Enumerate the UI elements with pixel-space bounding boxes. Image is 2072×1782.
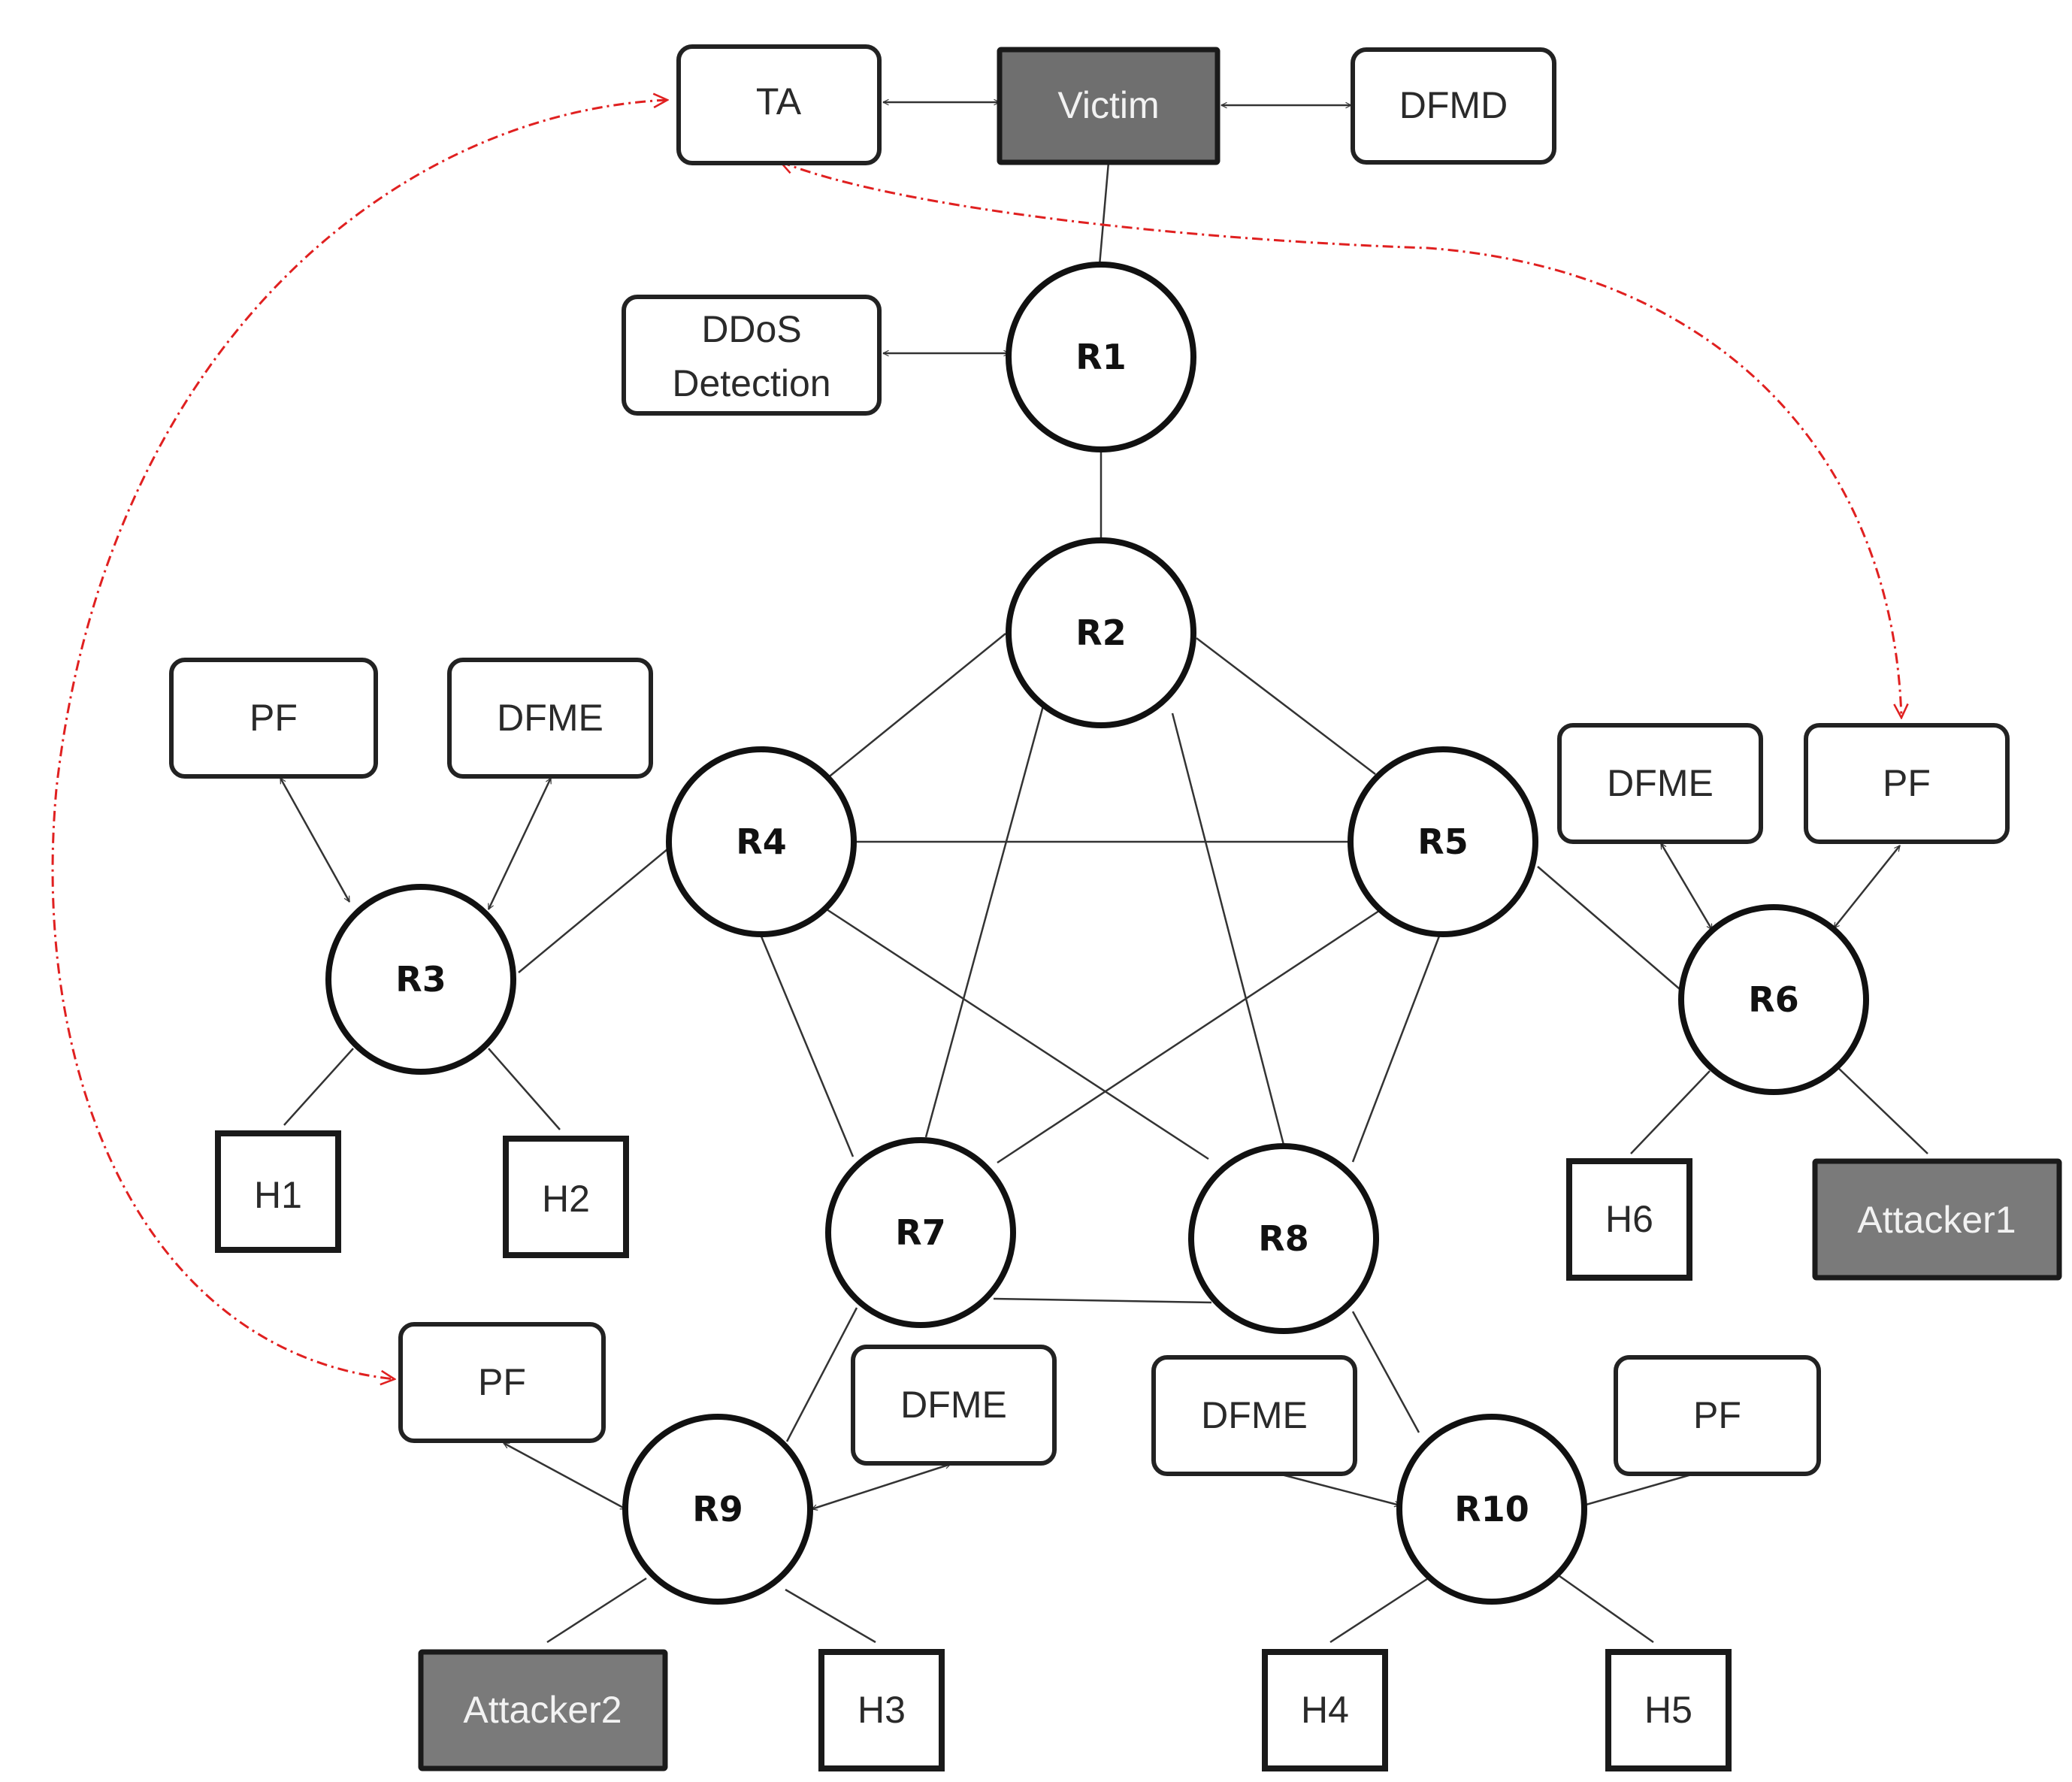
- network-links: [283, 162, 1928, 1644]
- host-h2: H2: [503, 1136, 629, 1258]
- dfme-box-r10: DFME: [1151, 1355, 1357, 1476]
- host-h4-label: H4: [1301, 1689, 1349, 1731]
- trace-arrow-ta-pf-r9: [51, 100, 667, 1379]
- arrow-dfme-r6: [1659, 843, 1714, 930]
- link-r4-r3: [518, 849, 668, 973]
- ta-label: TA: [756, 80, 802, 123]
- router-r4: R4: [666, 746, 857, 937]
- link-r3-h1: [283, 1048, 354, 1126]
- link-r6-h6: [1630, 1070, 1711, 1154]
- router-r2: R2: [1006, 537, 1196, 728]
- link-r7-r8: [993, 1297, 1212, 1304]
- link-r5-r6: [1537, 866, 1680, 990]
- link-r8-r10: [1351, 1311, 1420, 1433]
- dfme-box-r6: DFME: [1557, 723, 1763, 844]
- link-r4-r7: [760, 936, 855, 1157]
- host-h1: H1: [215, 1130, 341, 1253]
- link-r9-attacker2: [546, 1577, 647, 1644]
- dfmd-box: DFMD: [1351, 47, 1556, 165]
- host-h3-label: H3: [858, 1689, 906, 1731]
- link-r3-h2: [488, 1048, 561, 1130]
- pf-box-r10: PF: [1614, 1355, 1821, 1476]
- router-r5-label: R5: [1417, 821, 1468, 862]
- router-r1-label: R1: [1075, 337, 1126, 377]
- router-r10: R10: [1396, 1414, 1587, 1605]
- link-r6-attacker1: [1837, 1066, 1928, 1154]
- host-h4: H4: [1262, 1649, 1388, 1771]
- dfme-label-r9: DFME: [900, 1384, 1007, 1426]
- router-r1: R1: [1006, 262, 1196, 452]
- link-r9-h3: [785, 1588, 876, 1644]
- attacker2-label: Attacker2: [463, 1689, 622, 1731]
- arrow-pf-r3: [279, 778, 351, 902]
- link-r5-r7: [997, 903, 1389, 1164]
- pf-label-r9: PF: [478, 1361, 526, 1403]
- attacker2-box: Attacker2: [418, 1649, 668, 1771]
- victim-box: Victim: [997, 47, 1221, 165]
- router-r3-label: R3: [395, 959, 446, 1000]
- dfme-box-r3: DFME: [447, 658, 653, 779]
- host-h6: H6: [1566, 1158, 1692, 1281]
- pf-box-r3: PF: [169, 658, 378, 779]
- host-h2-label: H2: [542, 1178, 590, 1220]
- dfme-label-r3: DFME: [497, 697, 603, 739]
- host-h5: H5: [1605, 1649, 1732, 1771]
- router-r2-label: R2: [1075, 613, 1126, 653]
- ta-box: TA: [676, 44, 882, 165]
- host-h1-label: H1: [254, 1174, 302, 1216]
- trace-arrow-ta-pf-r6: [780, 162, 1901, 718]
- link-r2-r4: [826, 633, 1006, 779]
- dfme-label-r6: DFME: [1607, 762, 1714, 804]
- link-r2-r5: [1196, 637, 1376, 775]
- router-r9-label: R9: [692, 1489, 743, 1529]
- ddos-label-line2: Detection: [672, 362, 830, 404]
- arrow-pf-r6: [1833, 846, 1901, 928]
- attacker1-box: Attacker1: [1812, 1158, 2062, 1281]
- router-r8-label: R8: [1258, 1218, 1308, 1259]
- router-r5: R5: [1348, 746, 1538, 937]
- arrow-dfme-r9: [812, 1464, 951, 1509]
- router-r3: R3: [325, 884, 516, 1075]
- pf-box-r6: PF: [1804, 723, 2010, 844]
- arrow-dfme-r10: [1270, 1472, 1400, 1505]
- router-r6-label: R6: [1748, 979, 1798, 1020]
- link-r7-r9: [785, 1307, 858, 1442]
- link-r5-r8: [1351, 933, 1441, 1163]
- host-h3: H3: [818, 1649, 945, 1771]
- link-victim-r1: [1098, 162, 1110, 266]
- dfmd-label: DFMD: [1399, 84, 1508, 126]
- link-r4-r8: [826, 908, 1209, 1160]
- victim-label: Victim: [1057, 84, 1159, 126]
- router-r6: R6: [1678, 904, 1869, 1095]
- host-h6-label: H6: [1605, 1198, 1653, 1240]
- ddos-label-line1: DDoS: [701, 308, 801, 350]
- pf-box-r9: PF: [398, 1322, 606, 1443]
- pf-label-r6: PF: [1883, 762, 1931, 804]
- host-h5-label: H5: [1644, 1689, 1692, 1731]
- attacker1-label: Attacker1: [1857, 1199, 2016, 1241]
- arrow-dfme-r3: [487, 778, 552, 909]
- link-r2-r7: [924, 700, 1046, 1138]
- pf-label-r3: PF: [250, 697, 298, 739]
- router-r9: R9: [622, 1414, 813, 1605]
- dfme-label-r10: DFME: [1201, 1394, 1308, 1436]
- link-r10-h4: [1329, 1575, 1432, 1644]
- link-r2-r8: [1171, 712, 1285, 1145]
- router-r4-label: R4: [736, 821, 786, 862]
- arrow-pf-r9: [504, 1442, 626, 1511]
- router-r7-label: R7: [895, 1212, 945, 1253]
- traceback-arrows: [51, 100, 1901, 1379]
- link-r10-h5: [1559, 1575, 1654, 1644]
- ddos-detection-box: DDoS Detection: [622, 295, 882, 416]
- pf-label-r10: PF: [1693, 1394, 1741, 1436]
- router-r10-label: R10: [1454, 1489, 1529, 1529]
- router-r8: R8: [1188, 1143, 1379, 1334]
- router-r7: R7: [825, 1137, 1016, 1328]
- dfme-box-r9: DFME: [851, 1345, 1057, 1466]
